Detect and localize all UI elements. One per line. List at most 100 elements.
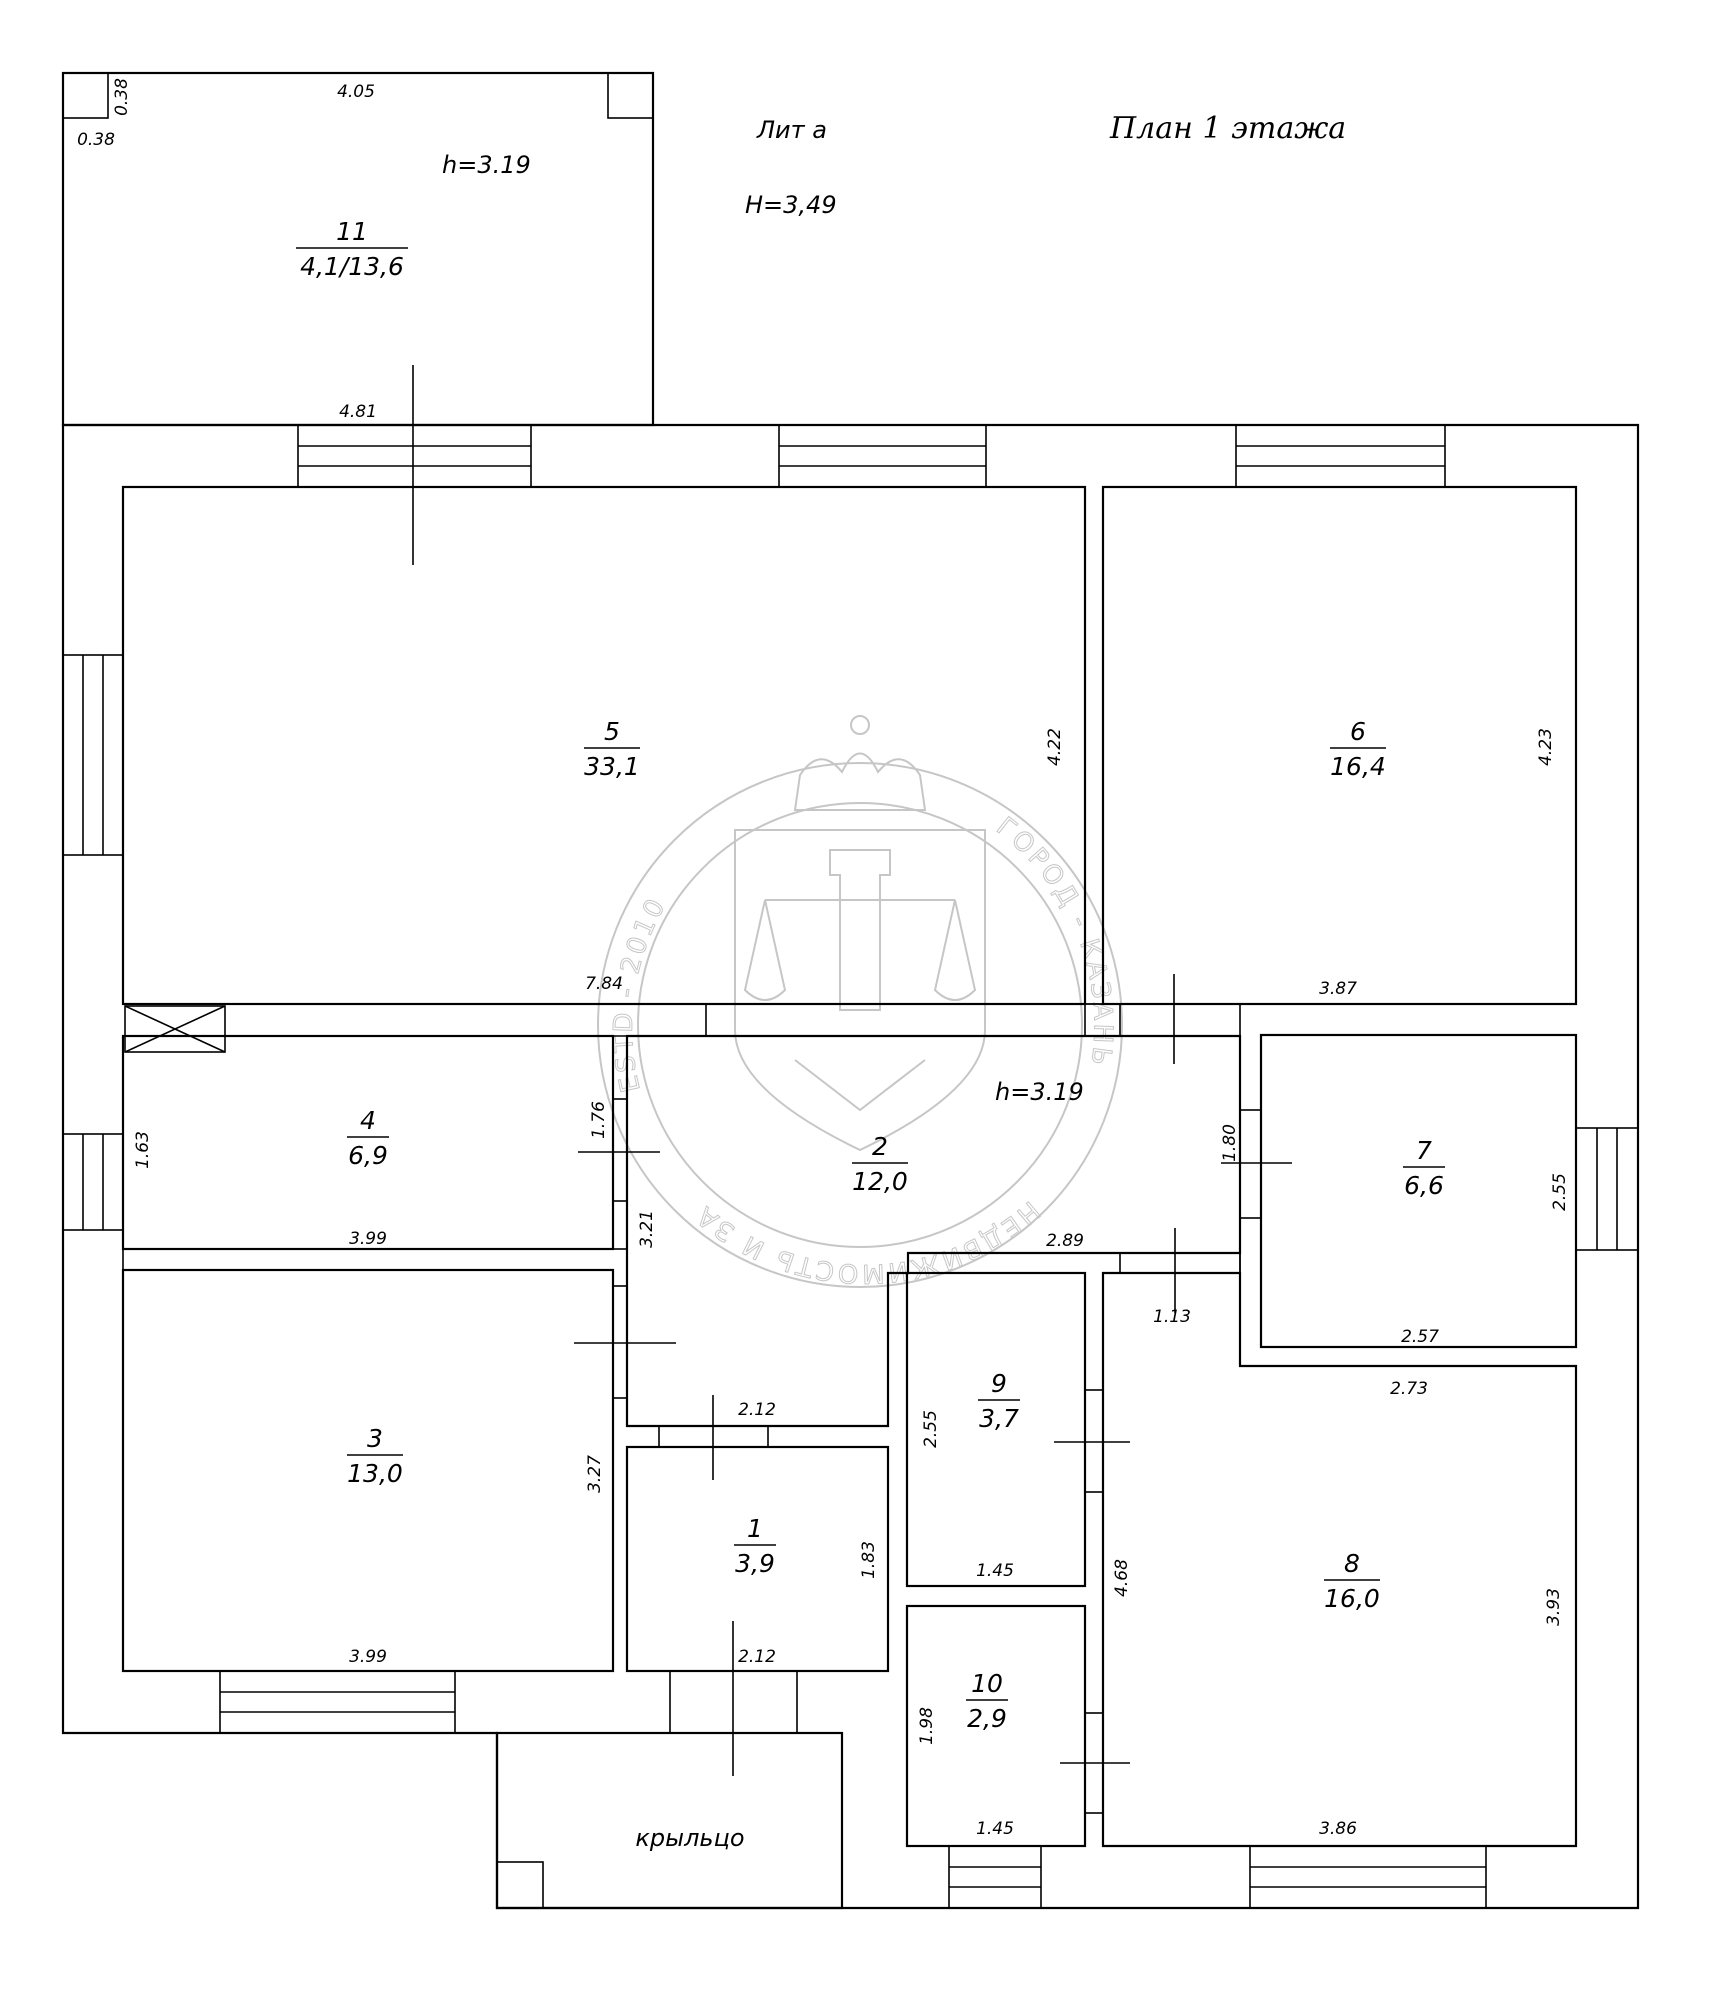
door-10-8 <box>1060 1712 1130 1814</box>
dim-r3-right: 3.27 <box>585 1455 605 1493</box>
dim-r6-right: 4.23 <box>1536 728 1556 766</box>
room-3-area: 13,0 <box>347 1459 403 1488</box>
window-bottom-3 <box>1249 1845 1487 1909</box>
room-7-number: 7 <box>1416 1136 1432 1165</box>
ventilation-shaft-icon <box>124 1005 226 1053</box>
stamp-text-bottom: НЕДВИЖИМОСТЬ И ЗАКОН <box>0 0 1045 1288</box>
door-9-8 <box>1054 1389 1130 1493</box>
dim-r3-bottom: 3.99 <box>349 1647 387 1667</box>
room-2-label: 212,0 <box>852 1132 908 1196</box>
building-walls <box>61 423 1640 1910</box>
annex-column-right <box>607 72 654 119</box>
room-4-area: 6,9 <box>348 1141 388 1170</box>
windows <box>62 424 1639 1909</box>
window-top-3 <box>1235 424 1446 488</box>
dim-r8-left: 4.68 <box>1112 1559 1132 1597</box>
window-top-1 <box>297 424 532 488</box>
room-5-label: 533,1 <box>584 717 640 781</box>
room-4-number: 4 <box>360 1106 376 1135</box>
dim-r4-left: 1.63 <box>133 1131 153 1169</box>
dim-r4-right: 1.76 <box>589 1101 609 1139</box>
window-left-2 <box>62 1133 124 1231</box>
dim-r7-bottom: 2.57 <box>1401 1327 1439 1347</box>
dim-r5-bottom: 7.84 <box>585 974 623 994</box>
stamp-chevron-icon <box>794 1059 926 1112</box>
room-7-area: 6,6 <box>1404 1171 1444 1200</box>
plan-title: План 1 этажа <box>1109 111 1346 146</box>
room-3-number: 3 <box>367 1424 383 1453</box>
room-8-label: 816,0 <box>1324 1549 1380 1613</box>
porch-label: крыльцо <box>635 1824 744 1852</box>
room-9-number: 9 <box>991 1369 1007 1398</box>
annex-column-left <box>62 72 109 119</box>
window-top-2 <box>778 424 987 488</box>
room-11-number: 11 <box>336 217 368 246</box>
dim-r5-right: 4.22 <box>1045 728 1065 766</box>
dim-r1-bottom: 2.12 <box>738 1647 776 1667</box>
room-7-label: 76,6 <box>1403 1136 1445 1200</box>
room-labels: 13,9212,0313,046,9533,1616,476,6816,093,… <box>296 217 1445 1733</box>
dim-door-gap: 1.13 <box>1153 1307 1191 1327</box>
stamp-inner-ring <box>637 802 1083 1248</box>
room-10-label: 102,9 <box>966 1669 1008 1733</box>
dim-r9-bottom: 1.45 <box>976 1561 1014 1581</box>
dim-r2-bottom: 2.89 <box>1046 1231 1084 1251</box>
dim-r6-bottom: 3.87 <box>1319 979 1357 999</box>
room-5-number: 5 <box>604 717 620 746</box>
window-right-1 <box>1575 1127 1639 1251</box>
room-9-label: 93,7 <box>978 1369 1020 1433</box>
outer-wall <box>61 423 1640 1910</box>
dim-r2-right: 1.80 <box>1220 1124 1240 1162</box>
door-1-porch <box>669 1621 798 1776</box>
door-2-1 <box>658 1395 769 1480</box>
stamp-crown-icon <box>793 752 927 811</box>
room-6-area: 16,4 <box>1330 752 1386 781</box>
porch-column <box>496 1861 544 1909</box>
room-11-label: 11 4,1/13,6 <box>296 217 408 281</box>
dim-r10-bottom: 1.45 <box>976 1819 1014 1839</box>
door-3-2 <box>574 1285 676 1399</box>
room-10-number: 10 <box>971 1669 1003 1698</box>
door-2-8 <box>1119 1228 1241 1313</box>
room-3-label: 313,0 <box>347 1424 403 1488</box>
room-1-number: 1 <box>747 1514 763 1543</box>
watermark-stamp: ГОРОД - КАЗАНЬ НЕДВИЖИМОСТЬ И ЗАКОН ESTD… <box>0 0 1123 1289</box>
room-2-number: 2 <box>872 1132 888 1161</box>
dim-annex-bottom: 4.81 <box>339 402 377 422</box>
room-5-area: 33,1 <box>584 752 640 781</box>
dim-r10-left: 1.98 <box>917 1707 937 1745</box>
dimension-labels: 4.22 7.84 4.23 3.87 1.63 1.76 3.99 3.21 … <box>133 728 1570 1839</box>
room-11-area: 4,1/13,6 <box>300 252 404 281</box>
window-bottom-2 <box>948 1845 1042 1909</box>
room-6-number: 6 <box>1350 717 1366 746</box>
room-6-outline <box>1101 485 1578 1006</box>
dim-r2-lower: 2.12 <box>738 1400 776 1420</box>
room-8-number: 8 <box>1344 1549 1360 1578</box>
lit-label: Лит а <box>756 116 827 144</box>
room-8-outline <box>1101 1271 1578 1848</box>
door-5-2 <box>705 1003 1121 1037</box>
dim-annex-corner-h: 0.38 <box>112 78 132 116</box>
door-4-2 <box>578 1098 660 1202</box>
door-2-7 <box>1221 1109 1292 1219</box>
dim-r2-left: 3.21 <box>637 1210 657 1248</box>
window-left-1 <box>62 654 124 856</box>
room-2-area: 12,0 <box>852 1167 908 1196</box>
room-6-label: 616,4 <box>1330 717 1386 781</box>
room-1-label: 13,9 <box>734 1514 776 1578</box>
annex-structure <box>61 71 655 427</box>
stamp-shield-icon <box>734 829 986 1152</box>
room-11-outline <box>61 71 655 427</box>
room-10-area: 2,9 <box>967 1704 1007 1733</box>
doors <box>412 365 1292 1814</box>
room-4-label: 46,9 <box>347 1106 389 1170</box>
room-1-area: 3,9 <box>735 1549 775 1578</box>
dim-r9-left: 2.55 <box>921 1410 941 1448</box>
room-8-area: 16,0 <box>1324 1584 1380 1613</box>
stamp-tower-icon <box>829 849 891 1011</box>
dim-r8-bottom: 3.86 <box>1319 1819 1357 1839</box>
stamp-outer-ring <box>597 762 1123 1288</box>
window-bottom-1 <box>219 1670 456 1734</box>
corridor-height: h=3.19 <box>995 1078 1084 1106</box>
